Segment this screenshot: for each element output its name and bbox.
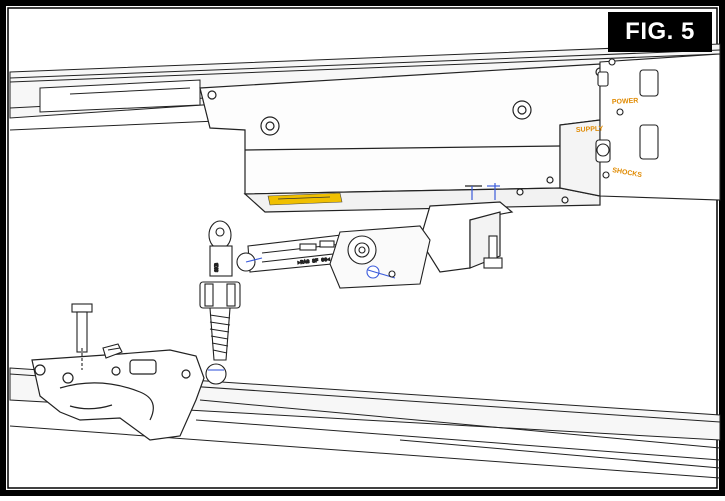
mounting-bracket: [199, 63, 605, 213]
linkage-rod: SKB: [199, 220, 241, 385]
warning-decal: [267, 192, 343, 206]
frame-shadow-lines: [195, 419, 721, 469]
supply-callout: SUPPLY: [576, 126, 604, 134]
height-sensor-arm: ▸RAG SF 00◂: [236, 225, 431, 289]
connector-panel: [595, 53, 721, 201]
power-callout: POWER: [612, 98, 639, 106]
plate-bolt: [483, 235, 503, 269]
figure-label: FIG. 5: [608, 12, 712, 52]
clamp-bolt: [71, 303, 123, 370]
svg-text:▸RAG SF 00◂: ▸RAG SF 00◂: [298, 257, 331, 266]
svg-text:SKB: SKB: [214, 263, 220, 272]
axle-clamp: [31, 349, 205, 441]
inner-border: [7, 7, 718, 489]
